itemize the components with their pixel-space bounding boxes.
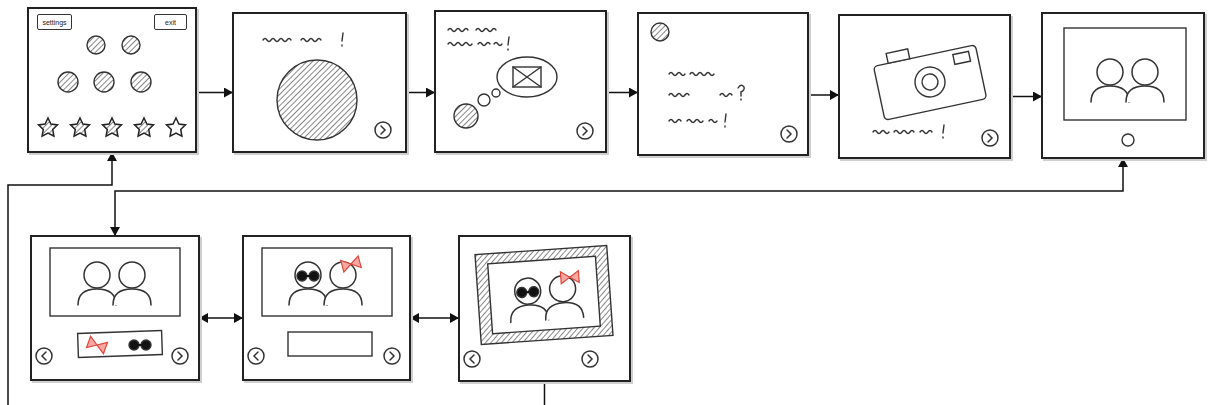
ui-button: settings xyxy=(37,14,72,30)
screen-frame xyxy=(838,14,1011,159)
flow-arrow xyxy=(115,159,1123,235)
screen-frame xyxy=(458,235,631,382)
button-label: exit xyxy=(165,19,176,26)
flow-arrow xyxy=(8,153,545,405)
screen-frame xyxy=(434,10,607,153)
ui-button: exit xyxy=(154,14,187,30)
flow-arrow xyxy=(411,317,458,319)
screen-frame xyxy=(242,235,411,381)
screen-frame xyxy=(637,12,809,156)
flow-arrow xyxy=(1011,96,1041,98)
button-label: settings xyxy=(42,19,66,26)
screen-frame xyxy=(1041,12,1205,159)
screen-frame xyxy=(30,235,200,381)
flow-arrow xyxy=(407,92,434,94)
flow-arrow xyxy=(197,92,232,94)
flow-arrow xyxy=(200,317,242,319)
flow-arrow xyxy=(809,94,838,96)
screen-frame xyxy=(232,12,407,153)
flow-arrow xyxy=(607,92,637,94)
screen-frame: settings exit xyxy=(27,7,197,153)
